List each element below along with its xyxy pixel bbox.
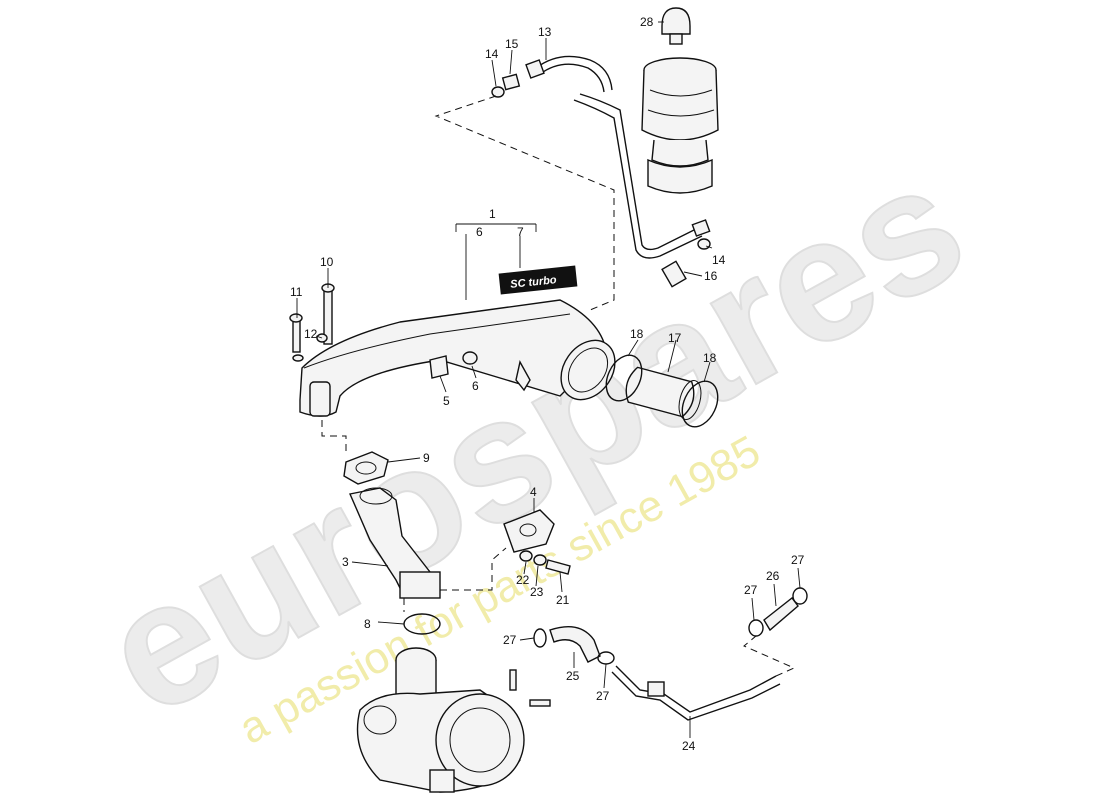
breather-cap-part-28	[661, 7, 691, 45]
hose-clamp-part-18	[605, 354, 719, 428]
turbocharger	[356, 647, 551, 793]
callout-6-top: 6	[476, 225, 483, 239]
callout-14-left: 14	[485, 47, 499, 61]
callout-8: 8	[364, 617, 371, 631]
gasket-part-9	[343, 451, 389, 485]
callout-5: 5	[443, 394, 450, 408]
callout-27-lower-right: 27	[791, 553, 805, 567]
union-fitting-part-15	[501, 73, 521, 91]
watermark-brand: eurospares	[74, 125, 994, 753]
washer-part-22	[519, 550, 533, 562]
callout-12: 12	[304, 327, 318, 341]
hose-part-26	[763, 597, 799, 632]
hose-clamp-part-27-lower-right	[792, 587, 808, 605]
intake-pipe-part-1	[299, 299, 616, 417]
callout-3: 3	[342, 555, 349, 569]
oil-line-part-13	[525, 55, 711, 259]
callout-13: 13	[538, 25, 552, 39]
callout-23: 23	[530, 585, 544, 599]
washer-part-23	[533, 554, 547, 566]
callout-4: 4	[530, 485, 537, 499]
plug-part-6	[462, 351, 478, 365]
callout-18-right: 18	[703, 351, 717, 365]
oil-return-line-part-24	[611, 665, 781, 721]
callout-6-bottom: 6	[472, 379, 479, 393]
callout-1: 1	[489, 207, 496, 221]
callout-22: 22	[516, 573, 530, 587]
hose-clamp-part-27-upper-right	[597, 651, 615, 665]
callout-14-right: 14	[712, 253, 726, 267]
hose-clamp-part-27-upper-left	[533, 628, 547, 648]
hose-clamp-part-27-lower-left	[748, 619, 764, 637]
elbow-pipe-part-3	[349, 487, 442, 599]
callout-7: 7	[517, 225, 524, 239]
leader-lines	[296, 21, 801, 738]
callout-16: 16	[704, 269, 718, 283]
callout-27-upper-left: 27	[503, 633, 517, 647]
callout-17: 17	[668, 331, 682, 345]
bolt-part-16	[661, 260, 687, 288]
callout-10: 10	[320, 255, 334, 269]
assembly-dashed-lines	[321, 95, 796, 677]
callout-21: 21	[556, 593, 570, 607]
sensor-part-5	[429, 355, 449, 379]
callout-26: 26	[766, 569, 780, 583]
flange-part-4	[503, 509, 555, 553]
hose-part-25	[549, 626, 601, 663]
breather-canister	[641, 57, 719, 194]
badge-text: SC turbo	[510, 274, 558, 291]
callout-9: 9	[423, 451, 430, 465]
callout-labels: 1 6 7 10 11 12 13 15 14 28 14 16 5 6 18 …	[290, 15, 805, 753]
callout-15: 15	[505, 37, 519, 51]
callout-28: 28	[640, 15, 654, 29]
bolt-part-21	[545, 559, 571, 575]
callout-27-mid: 27	[596, 689, 610, 703]
callout-27-lower-left: 27	[744, 583, 758, 597]
watermark: eurospares a passion for parts since 198…	[73, 124, 995, 754]
callout-18-left: 18	[630, 327, 644, 341]
sc-turbo-badge-part-7: SC turbo	[498, 265, 578, 295]
callout-24: 24	[682, 739, 696, 753]
screw-part-11	[289, 313, 304, 362]
callout-11: 11	[290, 285, 303, 299]
callout-25: 25	[566, 669, 580, 683]
